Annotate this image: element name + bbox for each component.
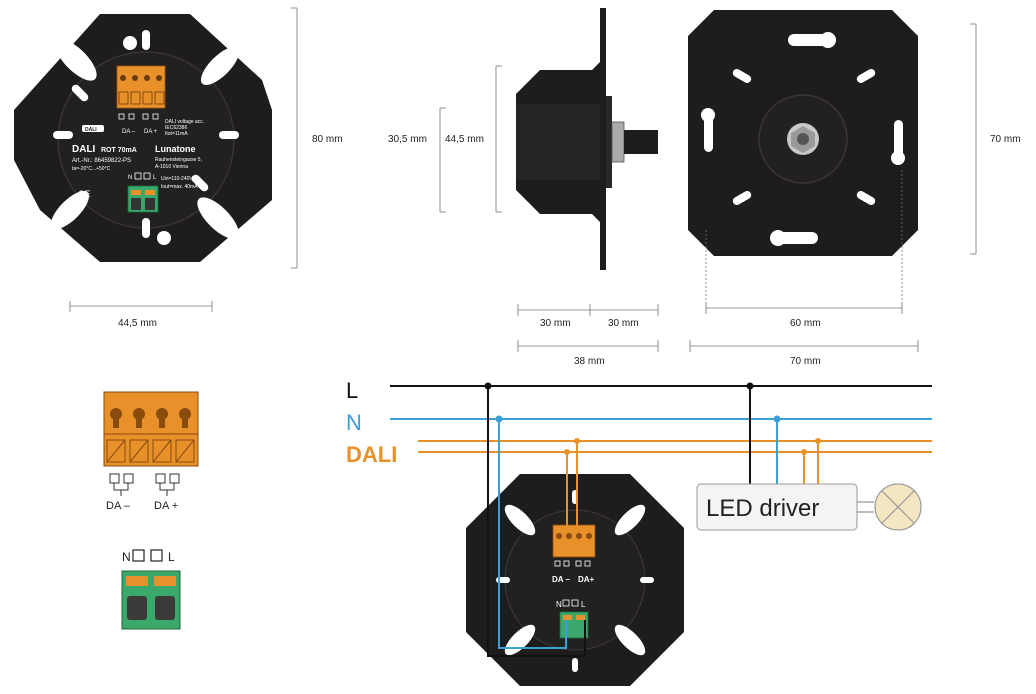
mains-spec-1: Uin=110-240Vac [161,176,198,182]
lamp-symbol-icon [874,483,922,531]
mains-terminal-detail: N L [121,549,181,630]
front-da-plus: DA + [144,129,158,135]
side-view [516,8,658,270]
detail-da-minus: DA – [106,500,131,512]
wire-label-n: N [346,410,362,435]
module-l: L [581,600,586,609]
address-1: Rauhensteingasse 5, [155,157,202,163]
module-dali-terminal [552,524,596,558]
article-number: Art.-Nr.: 86459822-PS [72,158,131,164]
module-da-plus: DA+ [578,575,595,584]
dim-rear-height: 70 mm [990,134,1021,145]
module-da-minus: DA – [552,575,570,584]
dim-side-total: 38 mm [574,356,605,367]
dim-side-height-2: 44,5 mm [445,134,484,145]
dali-spec-2: IEC62386 [165,125,187,131]
dali-badge-icon: DALI [82,125,104,133]
front-da-minus: DA – [122,129,136,135]
dali-spec-1: DALI voltage acc. [165,119,204,125]
rear-view [688,10,918,256]
wire-label-dali: DALI [346,442,397,467]
front-mains-terminal [127,185,159,213]
address-2: A-1010 Vienna [155,164,188,170]
detail-da-plus: DA + [154,500,178,512]
dim-rear-inner: 60 mm [790,318,821,329]
dim-side-depth-2: 30 mm [608,318,639,329]
rear-mounting-slots [701,32,905,246]
dim-front-height: 80 mm [312,134,343,145]
detail-l: L [168,550,175,564]
side-dimension-lines [439,65,659,352]
brand-logo: Lunatone [155,144,196,154]
model-name: DALI [72,144,96,155]
dim-side-height-1: 30,5 mm [388,134,427,145]
front-dali-terminal [116,65,166,109]
detail-n: N [122,550,131,564]
dali-spec-3: Itot=11mA [165,131,188,137]
ce-mark-icon: CE [78,189,91,199]
dim-front-width: 44,5 mm [118,318,157,329]
wiring-diagram: DA – DA+ N L LED driver [390,382,932,686]
wire-label-l: L [346,378,358,403]
module-n: N [556,600,562,609]
dim-rear-outer: 70 mm [790,356,821,367]
front-l: L [153,175,157,181]
led-driver-box [696,483,858,531]
front-view: DA – DA + DALI DALI voltage acc. IEC6238… [14,14,272,262]
front-terminal-symbols [118,113,159,120]
rear-dimension-lines [689,23,977,352]
dim-side-depth-1: 30 mm [540,318,571,329]
mains-spec-2: Iout=max. 40mA [161,184,198,190]
model-variant: ROT 70mA [101,147,137,154]
front-mounting-slots [50,30,240,245]
temperature-range: ta=-20°C...+50°C [72,166,111,172]
dali-badge-text: DALI [85,127,97,133]
front-n: N [128,175,132,181]
led-driver-label: LED driver [706,495,819,522]
front-dimension-lines [69,7,298,312]
dali-terminal-detail [103,391,199,496]
